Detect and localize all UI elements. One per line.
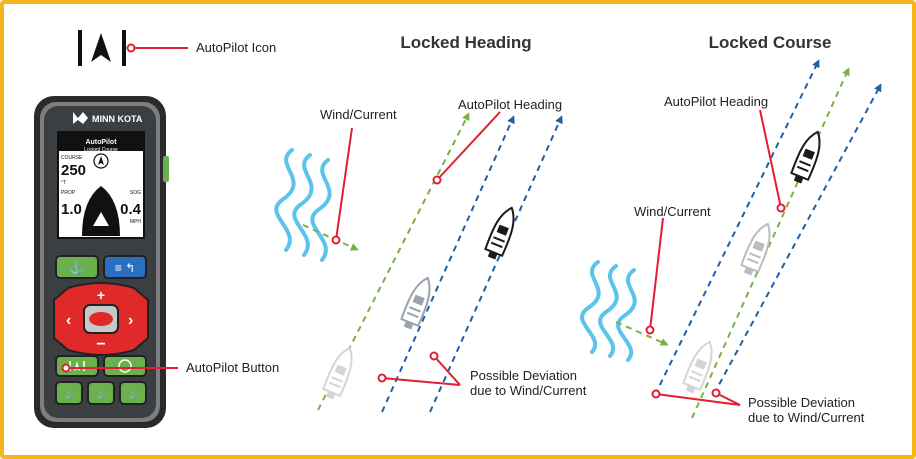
deviation-label-left-line2: due to Wind/Current — [470, 383, 587, 398]
deviation-label-right-line2: due to Wind/Current — [748, 410, 865, 425]
go-to-button[interactable] — [103, 355, 147, 377]
autopilot-icon-label: AutoPilot Icon — [196, 40, 276, 55]
anchor-icon: ⚓ — [69, 260, 85, 275]
locked-heading-title: Locked Heading — [400, 33, 531, 52]
course-unit: °T — [61, 180, 66, 186]
sog-value: 0.4 — [120, 201, 142, 218]
boat-left — [481, 203, 522, 263]
autopilot-heading-path-right — [691, 67, 850, 419]
autopilot-icon-callout — [126, 43, 188, 53]
wind-current-vector-left — [302, 224, 359, 251]
boat-faded-left-1 — [319, 343, 360, 403]
screen-title: AutoPilot — [85, 139, 117, 146]
deviation-path-left-1 — [381, 115, 515, 413]
deviation-label-right-line1: Possible Deviation — [748, 395, 855, 410]
deviation-label-left-line1: Possible Deviation — [470, 368, 577, 383]
course-value: 250 — [61, 162, 86, 179]
course-boundary-right-2 — [713, 83, 882, 395]
autopilot-button-callout — [61, 363, 178, 373]
spot-lock-3-button[interactable] — [119, 381, 147, 405]
boat-faded-left-2 — [397, 273, 438, 333]
deviation-callout-left — [377, 351, 461, 386]
spot-lock-1-icon: ⚓ — [64, 389, 74, 399]
wind-current-label-right: Wind/Current — [634, 204, 711, 219]
course-boundary-right-1 — [654, 59, 820, 396]
prop-value: 1.0 — [61, 201, 82, 218]
autopilot-heading-callout-right — [759, 109, 786, 213]
steering-pad: + − ‹ › — [53, 282, 149, 356]
screen-subtitle: Locked Course — [84, 147, 118, 153]
menu-back-icon: ≡ ↰ — [115, 261, 135, 275]
autopilot-icon — [78, 30, 126, 66]
spot-lock-2-button[interactable] — [87, 381, 115, 405]
spot-lock-2-icon: ⚓ — [96, 389, 106, 399]
prop-label: PROP — [61, 190, 76, 196]
wind-current-label-left: Wind/Current — [320, 107, 397, 122]
locked-course-title: Locked Course — [709, 33, 832, 52]
boat-faded-right-1 — [679, 337, 720, 397]
autopilot-heading-label-left: AutoPilot Heading — [458, 97, 562, 112]
autopilot-button-label: AutoPilot Button — [186, 360, 279, 375]
boat-right — [787, 127, 828, 187]
steer-left-button[interactable]: ‹ — [66, 312, 71, 329]
steer-right-button[interactable]: › — [128, 312, 133, 329]
sog-label: SOG — [130, 190, 141, 196]
brand-label: MINN KOTA — [92, 114, 143, 124]
spot-lock-3-icon: ⚓ — [128, 389, 138, 399]
wind-waves-left — [274, 148, 332, 262]
wind-waves-right — [580, 260, 637, 362]
speed-up-button[interactable]: + — [97, 287, 105, 303]
remote-control: MINN KOTA AutoPilot Locked Course COURSE… — [34, 96, 169, 428]
minn-kota-logo-icon — [73, 112, 88, 124]
course-label: COURSE — [61, 155, 83, 161]
deviation-callout-right — [651, 388, 741, 406]
deviation-path-left-2 — [429, 115, 563, 413]
wind-current-callout-left — [331, 127, 353, 245]
menu-back-button[interactable] — [103, 255, 147, 279]
sog-unit: MPH — [130, 219, 142, 225]
autopilot-heading-callout-left — [432, 111, 501, 185]
go-to-icon — [118, 359, 132, 373]
wind-current-vector-right — [615, 321, 669, 346]
boat-faded-right-2 — [737, 219, 778, 279]
anchor-button[interactable] — [55, 255, 99, 279]
wind-current-callout-right — [645, 217, 664, 335]
screen-motor-icon — [82, 186, 120, 236]
spot-lock-1-button[interactable] — [55, 381, 83, 405]
autopilot-heading-label-right: AutoPilot Heading — [664, 94, 768, 109]
speed-down-button[interactable]: − — [96, 336, 105, 353]
